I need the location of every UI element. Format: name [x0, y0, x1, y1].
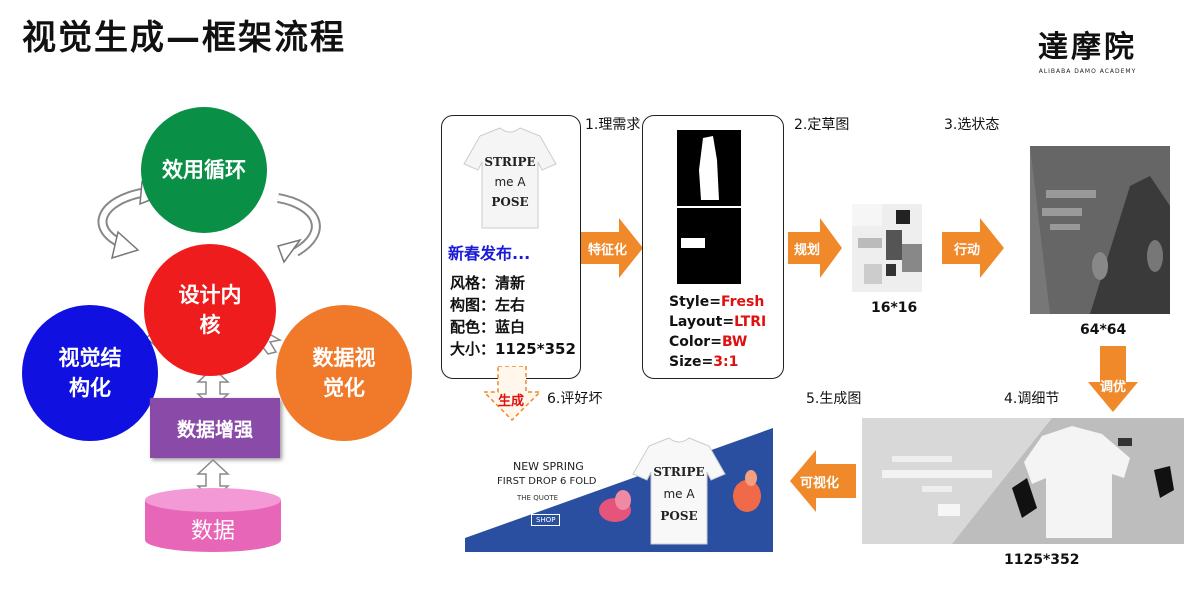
svg-text:me A: me A [494, 175, 526, 189]
step2-label: 2.定草图 [794, 117, 850, 133]
step4-label: 4.调细节 [1004, 391, 1060, 407]
generate-arrow [484, 366, 540, 422]
banner-line1: NEW SPRING [513, 460, 584, 473]
step6-label: 6.评好坏 [547, 391, 603, 407]
logo-en: ALIBABA DAMO ACADEMY [1038, 68, 1137, 75]
flower-left [599, 490, 631, 522]
svg-text:POSE: POSE [491, 195, 528, 209]
tshirt-image: STRIPE me A POSE [463, 127, 557, 229]
structure-label: 视觉结构化 [58, 346, 122, 400]
data-label-wrap: 数据 [145, 510, 281, 548]
banner-line3: THE QUOTE [517, 494, 559, 502]
plan-arrow [788, 218, 842, 278]
sketch-specs: Style=Fresh Layout=LTRI Color=BW Size=3:… [669, 292, 766, 372]
damo-logo: 達摩院 ALIBABA DAMO ACADEMY [1030, 22, 1145, 75]
page-title: 视觉生成—框架流程 [22, 18, 346, 58]
data-label: 数据 [190, 519, 235, 544]
svg-text:STRIPE: STRIPE [484, 155, 535, 169]
spec-style: Style=Fresh [669, 294, 765, 310]
sketch-top [677, 130, 741, 206]
shirt-text: me A [663, 487, 695, 501]
shirt-text: POSE [660, 509, 697, 523]
spec-color: Color=BW [669, 334, 748, 350]
final-banner: NEW SPRING FIRST DROP 6 FOLD THE QUOTE S… [465, 428, 773, 552]
requirement-line: 构图：左右 [450, 296, 526, 314]
banner-shop-button: SHOP [531, 514, 561, 526]
step3-label: 3.选状态 [944, 117, 1000, 133]
augment-label: 数据增强 [176, 418, 253, 441]
feature-arrow [581, 218, 643, 278]
plan-arrow-label: 规划 [794, 243, 821, 258]
loop-label: 效用循环 [162, 158, 246, 182]
detail-size: 1125*352 [1004, 552, 1080, 568]
feature-arrow-label: 特征化 [588, 243, 628, 258]
requirement-list: 风格：清新 构图：左右 配色：蓝白 大小：1125*352 [450, 272, 576, 360]
requirement-line: 风格：清新 [450, 274, 526, 292]
tune-arrow-label: 调优 [1100, 380, 1127, 395]
step5-label: 5.生成图 [806, 391, 862, 407]
data-cylinder [145, 488, 281, 552]
requirement-panel: STRIPE me A POSE 新春发布... 风格：清新 构图：左右 配色：… [441, 115, 581, 379]
generate-arrow-label: 生成 [498, 394, 525, 409]
sketch-panel: Style=Fresh Layout=LTRI Color=BW Size=3:… [642, 115, 784, 379]
detail-image [862, 418, 1184, 544]
loop-circle: 效用循环 [141, 107, 267, 233]
visualize-label: 数据视觉化 [312, 346, 376, 400]
pixel-64-image [1030, 146, 1170, 314]
banner-tshirt: STRIPE me A POSE [632, 437, 726, 545]
requirement-line: 大小：1125*352 [450, 340, 576, 358]
augment-box: 数据增强 [150, 398, 280, 458]
act-arrow-label: 行动 [954, 243, 981, 258]
flower-right [733, 470, 761, 512]
requirement-headline: 新春发布... [448, 244, 531, 263]
spec-layout: Layout=LTRI [669, 314, 767, 330]
visualize-arrow [790, 450, 856, 512]
structure-circle: 视觉结构化 [22, 305, 158, 441]
shirt-text: STRIPE [653, 465, 704, 479]
core-label: 设计内核 [178, 283, 242, 337]
step1-label: 1.理需求 [585, 117, 641, 133]
requirement-line: 配色：蓝白 [450, 318, 526, 336]
visualize-arrow-label: 可视化 [800, 476, 840, 491]
tune-arrow [1088, 346, 1138, 412]
logo-cn: 達摩院 [1038, 30, 1137, 65]
pixel-64-size: 64*64 [1080, 322, 1127, 338]
visualize-circle: 数据视觉化 [276, 305, 412, 441]
sketch-bottom [677, 208, 741, 284]
pixel-16-size: 16*16 [871, 300, 918, 316]
pixel-16-image [852, 204, 922, 292]
core-circle: 设计内核 [144, 244, 276, 376]
spec-size: Size=3:1 [669, 354, 739, 370]
act-arrow [942, 218, 1004, 278]
banner-line2: FIRST DROP 6 FOLD [497, 476, 597, 487]
